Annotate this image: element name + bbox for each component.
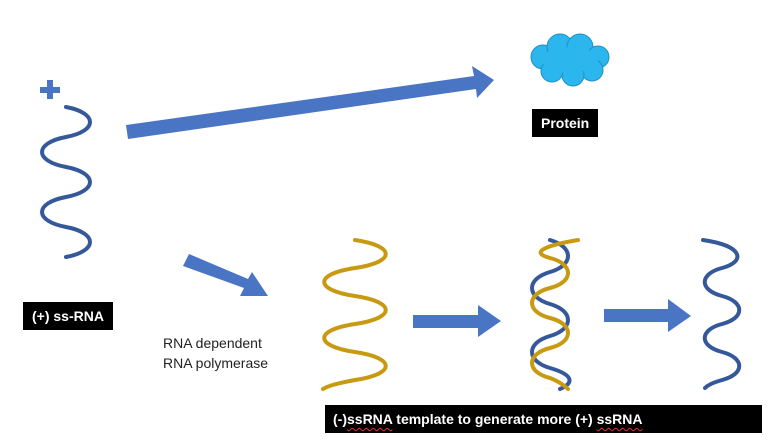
output-arrow [604, 299, 691, 332]
polymerase-arrow [183, 254, 268, 296]
translation-arrow [126, 66, 494, 139]
template-label-word1: ssRNA [347, 411, 393, 427]
protein-label-text: Protein [541, 115, 590, 131]
duplex-minus-strand [530, 238, 580, 391]
plus-strand-label-text: (+) ss-RNA [32, 308, 104, 324]
enzyme-label-line2: RNA polymerase [163, 355, 269, 371]
plus-strand-label: (+) ss-RNA [23, 302, 113, 330]
minus-strand-helix [321, 238, 388, 391]
template-label-prefix: (-) [333, 411, 347, 427]
enzyme-label-line1: RNA dependent [163, 335, 262, 351]
enzyme-label: RNA dependent RNA polymerase [163, 333, 268, 373]
duplex-plus-strand [530, 238, 572, 391]
plus-strand-helix [40, 105, 92, 259]
synthesis-arrow [413, 305, 501, 337]
template-label: (-)ssRNA template to generate more (+) s… [325, 405, 762, 433]
protein-label: Protein [532, 109, 599, 137]
template-label-word2: ssRNA [596, 411, 643, 427]
plus-icon [40, 80, 60, 99]
new-plus-strand-helix [701, 238, 742, 390]
cloud-icon [530, 33, 610, 87]
template-label-middle: template to generate more (+) [392, 411, 597, 427]
